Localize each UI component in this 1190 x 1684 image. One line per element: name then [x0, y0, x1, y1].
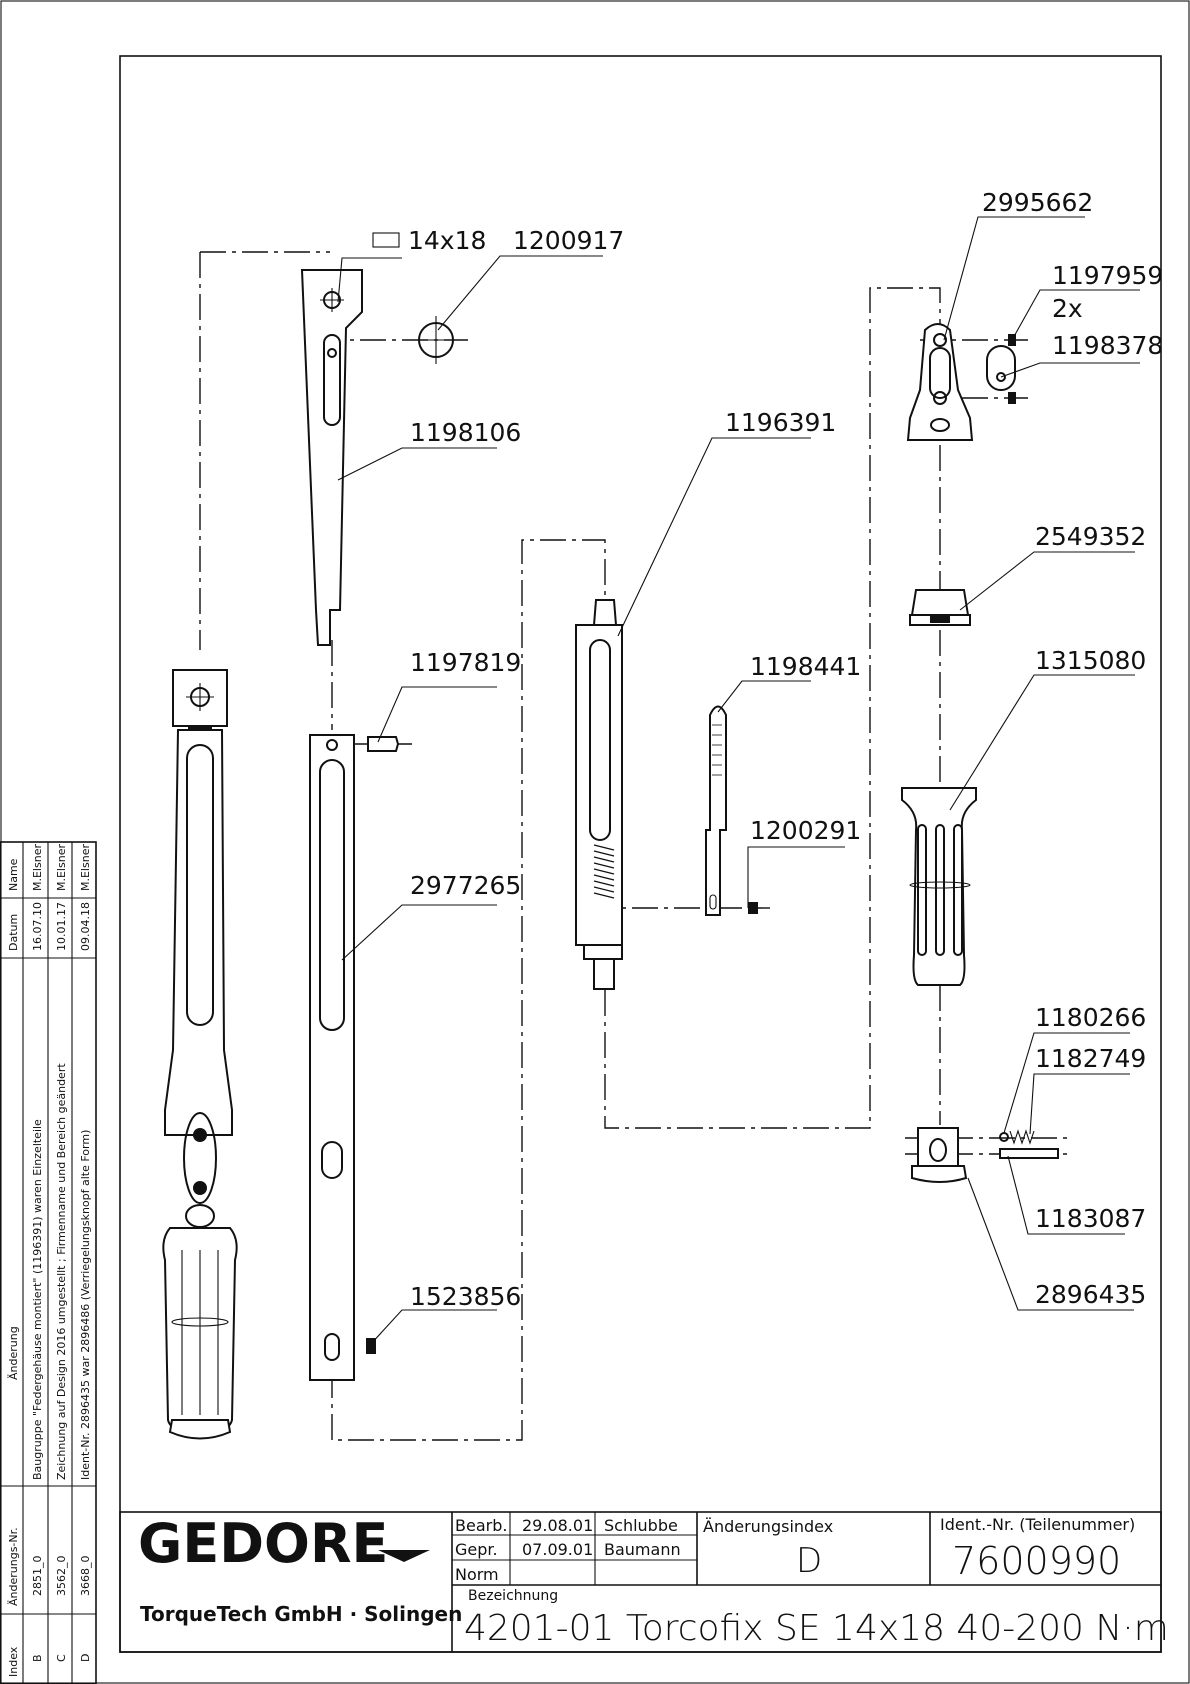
rev-row-date: 10.01.17 [55, 902, 68, 951]
callout-label: 1197959 [1052, 261, 1163, 290]
assembled-torque-wrench [162, 669, 238, 1440]
rev-header-index: Index [7, 1646, 20, 1677]
rev-row-name: M.Elsner [55, 844, 68, 891]
callout-label: 1198378 [1052, 331, 1163, 360]
change-index-label: Änderungsindex [703, 1517, 833, 1536]
callout-label: 1180266 [1035, 1003, 1146, 1032]
callout-label: 1200917 [513, 226, 624, 255]
part-1200917-ring [412, 316, 460, 364]
callout-label: 1183087 [1035, 1204, 1146, 1233]
callout-leaders [337, 216, 1140, 1346]
logo-chevron-icon [378, 1550, 430, 1562]
size-spec-label: 14x18 [408, 226, 486, 255]
company-logo: GEDORE [138, 1512, 388, 1575]
callout-label: 1197819 [410, 648, 521, 677]
rev-row-name: M.Elsner [31, 844, 44, 891]
part-2995662-bracket [906, 323, 974, 441]
company-name: TorqueTech GmbH · Solingen [140, 1602, 462, 1626]
bearb-label: Bearb. [455, 1516, 507, 1535]
title-block: GEDORE TorqueTech GmbH · Solingen Bearb.… [119, 1511, 1169, 1653]
rev-row-date: 16.07.10 [31, 902, 44, 951]
part-1180266-1182749-spring [999, 1129, 1059, 1159]
rev-row-change: Zeichnung auf Design 2016 umgestellt ; F… [55, 1063, 68, 1480]
ident-number: 7600990 [952, 1539, 1121, 1583]
norm-label: Norm [455, 1565, 499, 1584]
callout-label: 2995662 [982, 188, 1093, 217]
callout-label: 2896435 [1035, 1280, 1146, 1309]
part-1196391-spring-housing [575, 599, 623, 990]
rev-header-change: Änderung [7, 1326, 20, 1380]
rev-header-name: Name [7, 858, 20, 891]
rev-row-index: B [31, 1654, 44, 1662]
rev-row-change-no: 3562_0 [55, 1556, 68, 1597]
rev-row-change: Baugruppe "Federgehäuse montiert" (11963… [31, 1119, 44, 1480]
part-2549352-nut [909, 589, 971, 626]
rev-header-change-no: Änderungs-Nr. [7, 1527, 20, 1606]
part-1198441-scale [705, 705, 758, 916]
callout-label: 1196391 [725, 408, 836, 437]
part-2896435-lock-knob [911, 1127, 968, 1183]
bearb-date: 29.08.01 [522, 1516, 593, 1535]
bearb-name: Schlubbe [604, 1516, 678, 1535]
part-1198378-slot-plate [986, 345, 1016, 391]
rev-row-change-no: 3668_0 [79, 1556, 92, 1597]
callout-label: 1523856 [410, 1282, 521, 1311]
callout-label: 1198441 [750, 652, 861, 681]
quantity-note: 2x [1052, 294, 1083, 323]
callout-label: 1315080 [1035, 646, 1146, 675]
callout-label: 2977265 [410, 871, 521, 900]
rev-row-change: Ident-Nr. 2896435 war 2896486 (Verriegel… [79, 1130, 92, 1480]
designation-label: Bezeichnung [468, 1588, 558, 1604]
part-2977265-tube [309, 734, 400, 1381]
rev-row-index: C [55, 1654, 68, 1662]
callout-labels: 14x18 1200917 1198106 1197819 2977265 15… [408, 188, 1163, 1311]
rev-row-date: 09.04.18 [79, 902, 92, 951]
gepr-label: Gepr. [455, 1540, 498, 1559]
gepr-date: 07.09.01 [522, 1540, 593, 1559]
designation-title: 4201-01 Torcofix SE 14x18 40-200 N·m [464, 1608, 1169, 1649]
part-1315080-grip [901, 787, 977, 986]
rev-row-index: D [79, 1654, 92, 1662]
callout-label: 1198106 [410, 418, 521, 447]
change-index-value: D [796, 1541, 822, 1581]
callout-label: 1200291 [750, 816, 861, 845]
revision-table: Index Änderungs-Nr. Änderung Datum Name … [0, 841, 97, 1684]
gepr-name: Baumann [604, 1540, 681, 1559]
drawing-frame [119, 55, 1162, 1653]
ident-label: Ident.-Nr. (Teilenummer) [940, 1515, 1135, 1534]
rev-row-name: M.Elsner [79, 844, 92, 891]
part-1198106-arm [300, 269, 363, 646]
callout-label: 1182749 [1035, 1044, 1146, 1073]
rev-row-change-no: 2851_0 [31, 1556, 44, 1597]
callout-label: 2549352 [1035, 522, 1146, 551]
rev-header-date: Datum [7, 914, 20, 951]
